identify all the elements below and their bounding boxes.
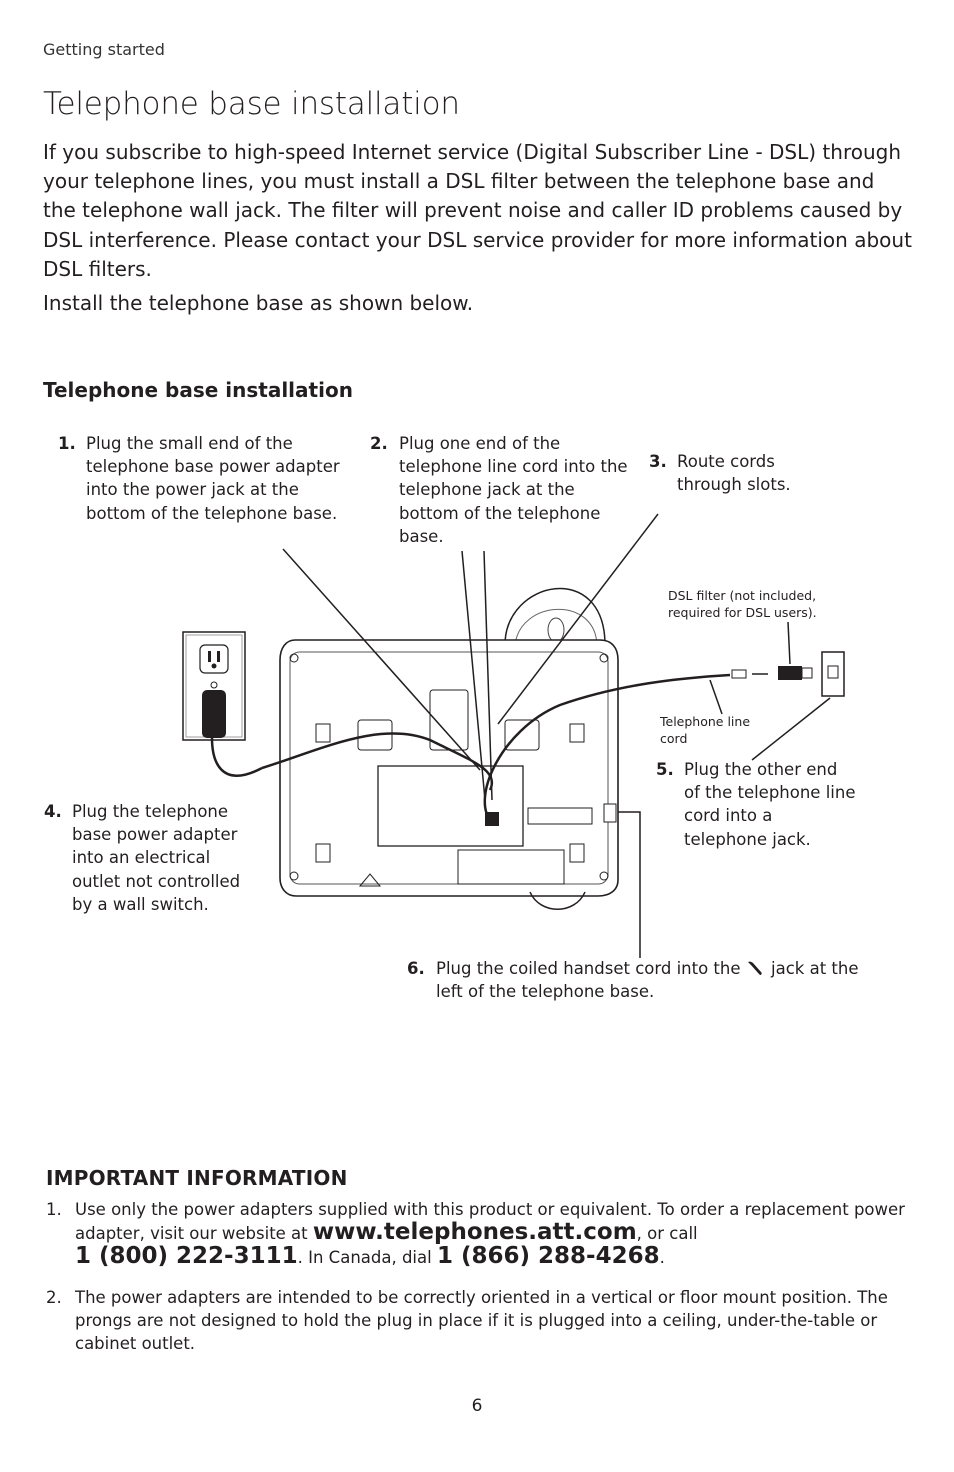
step-text: Plug the telephone base power adapter in… bbox=[72, 802, 241, 914]
item-text-d: . bbox=[659, 1248, 665, 1267]
step-1: 1. Plug the small end of the telephone b… bbox=[58, 432, 358, 525]
step-number: 3. bbox=[649, 452, 667, 471]
step-6-text-before: Plug the coiled handset cord into the bbox=[436, 959, 741, 978]
telephone-base-icon bbox=[279, 639, 619, 910]
telephone-line-cord bbox=[261, 673, 731, 823]
phone-us: 1 (800) 222-3111 bbox=[75, 1243, 298, 1269]
power-adapter-icon bbox=[202, 690, 263, 777]
item-text: Use only the power adapters supplied wit… bbox=[46, 1198, 906, 1269]
telephone-wall-jack-icon bbox=[821, 651, 845, 697]
step-text: Plug the small end of the telephone base… bbox=[86, 434, 340, 523]
intro-paragraph: If you subscribe to high-speed Internet … bbox=[43, 140, 912, 281]
step-text: Plug the coiled handset cord into the ja… bbox=[407, 957, 867, 1003]
figure-title: Telephone base installation bbox=[43, 378, 353, 402]
step-number: 4. bbox=[44, 802, 62, 821]
step-text: Route cords through slots. bbox=[677, 452, 791, 495]
handset-cradle-icon bbox=[504, 587, 606, 646]
step-number: 2. bbox=[370, 434, 388, 453]
item-text: The power adapters are intended to be co… bbox=[75, 1288, 888, 1353]
step-6: 6. Plug the coiled handset cord into the… bbox=[407, 957, 867, 1003]
step-number: 1. bbox=[58, 434, 76, 453]
step-2: 2. Plug one end of the telephone line co… bbox=[370, 432, 630, 548]
important-title: IMPORTANT INFORMATION bbox=[46, 1166, 348, 1190]
section-label: Getting started bbox=[43, 40, 165, 59]
step-text: Plug the other end of the telephone line… bbox=[684, 760, 856, 849]
item-text-c: . In Canada, dial bbox=[297, 1248, 432, 1267]
step-3: 3. Route cords through slots. bbox=[649, 450, 829, 496]
phone-canada: 1 (866) 288-4268 bbox=[436, 1243, 660, 1269]
step-number: 6. bbox=[407, 959, 425, 978]
step-number: 5. bbox=[656, 760, 674, 779]
dsl-filter-icon bbox=[731, 666, 813, 680]
step-4: 4. Plug the telephone base power adapter… bbox=[44, 800, 259, 916]
dsl-filter-label: DSL filter (not included, required for D… bbox=[668, 588, 817, 620]
leader-lines bbox=[282, 513, 831, 958]
website-link[interactable]: www.telephones.att.com bbox=[312, 1219, 637, 1245]
step-6-text-after: jack at the left of the telephone base. bbox=[436, 959, 859, 1002]
step-5: 5. Plug the other end of the telephone l… bbox=[656, 758, 856, 851]
item-number: 2. bbox=[46, 1288, 62, 1307]
intro-instruction: Install the telephone base as shown belo… bbox=[43, 291, 474, 315]
item-text-a: Use only the power adapters supplied wit… bbox=[75, 1200, 905, 1243]
page-title: Telephone base installation bbox=[43, 86, 460, 122]
important-item-2: 2. The power adapters are intended to be… bbox=[46, 1286, 906, 1355]
step-text: Plug one end of the telephone line cord … bbox=[399, 434, 628, 546]
handset-icon bbox=[747, 961, 762, 975]
important-item-1: 1. Use only the power adapters supplied … bbox=[46, 1198, 906, 1269]
item-text-b: , or call bbox=[636, 1224, 698, 1243]
line-cord-label: Telephone line cord bbox=[660, 714, 751, 746]
page-number: 6 bbox=[471, 1396, 483, 1416]
item-number: 1. bbox=[46, 1200, 62, 1219]
